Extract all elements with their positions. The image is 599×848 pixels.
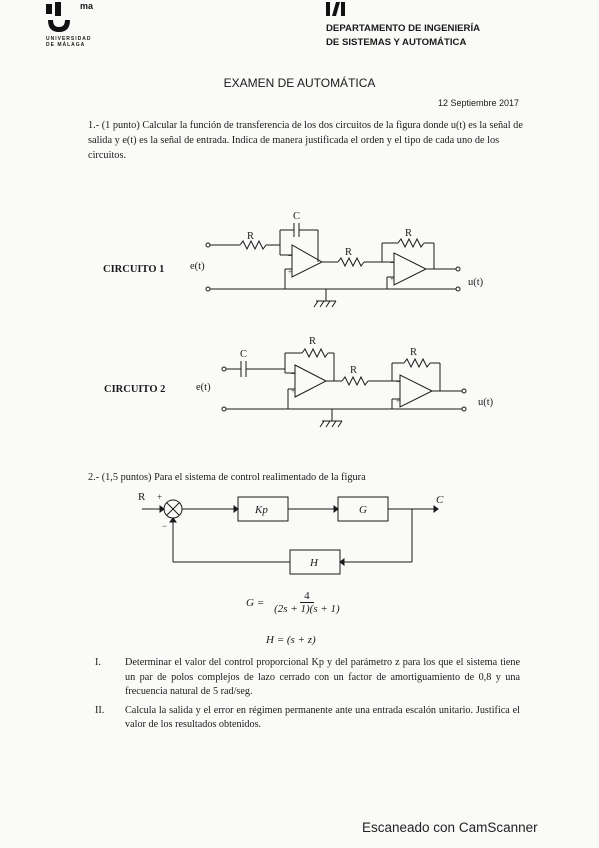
question-2-items: I. Determinar el valor del control propo… (95, 656, 520, 737)
circuit-2-r-mid-label: R (350, 365, 357, 376)
question-1-text: 1.- (1 punto) Calcular la función de tra… (88, 120, 523, 161)
output-c-label: C (436, 494, 444, 506)
logo-superscript: ma (80, 1, 94, 11)
block-kp-label: Kp (254, 504, 268, 516)
department-logo (326, 2, 346, 16)
output-terminal-bottom (461, 406, 467, 412)
input-r-label: R (138, 491, 146, 503)
equation-g-denominator: (2s + 1)(s + 1) (274, 603, 340, 615)
resistor-r-in (239, 239, 267, 251)
svg-text:+: + (288, 268, 292, 276)
exam-date: 12 Septiembre 2017 (437, 98, 519, 108)
circuit-1-cap-label: C (293, 211, 300, 222)
department-line-1: DEPARTAMENTO DE INGENIERÍA (326, 23, 481, 34)
uma-logo-icon (46, 2, 70, 32)
circuit-1-r-fb-label: R (405, 228, 412, 239)
circuit-2-r-fb2-label: R (410, 347, 417, 358)
opamp-2 (399, 374, 434, 408)
input-terminal-bottom (221, 406, 227, 412)
svg-text:−: − (396, 378, 400, 386)
circuit-2-diagram: − + − + CIRCUITO 2 e(t) u(t) C R R R (104, 336, 494, 428)
opamp-2 (393, 252, 428, 286)
output-terminal-top (455, 266, 461, 272)
resistor-r-fb (397, 237, 425, 249)
circuit-2-label: CIRCUITO 2 (104, 384, 165, 395)
university-logo (44, 2, 74, 36)
university-name: UNIVERSIDAD DE MÁLAGA (46, 36, 106, 48)
resistor-r-mid (341, 375, 369, 387)
resistor-r-mid (337, 256, 365, 268)
plus-sign: + (157, 492, 162, 502)
circuit-1-r-in-label: R (247, 231, 254, 242)
university-line-2: DE MÁLAGA (46, 42, 86, 48)
svg-text:−: − (288, 252, 292, 260)
block-g-label: G (359, 504, 367, 516)
item-text: Determinar el valor del control proporci… (125, 657, 520, 697)
university-line-1: UNIVERSIDAD (46, 36, 92, 42)
circuit-2-r-fb1-label: R (309, 336, 316, 347)
svg-text:−: − (291, 370, 295, 378)
output-terminal-top (461, 388, 467, 394)
output-terminal-bottom (455, 286, 461, 292)
circuit-2-input-label: e(t) (196, 382, 211, 393)
equation-g-numerator: 4 (300, 590, 314, 603)
scanner-watermark: Escaneado con CamScanner (362, 820, 538, 835)
circuit-1-output-label: u(t) (468, 277, 484, 288)
item-text: Calcula la salida y el error en régimen … (125, 704, 520, 731)
circuit-1-r-mid-label: R (345, 247, 352, 258)
circuit-2-output-label: u(t) (478, 397, 494, 408)
resistor-r-fb1 (301, 347, 329, 359)
question-item: I. Determinar el valor del control propo… (95, 656, 520, 700)
item-number: I. (95, 657, 101, 668)
input-terminal-top (205, 242, 211, 248)
opamp-1 (291, 244, 324, 278)
equation-g-lhs: G = (246, 596, 265, 609)
svg-text:+: + (390, 275, 394, 283)
item-number: II. (95, 704, 105, 716)
input-terminal-bottom (205, 286, 211, 292)
svg-text:−: − (390, 259, 394, 267)
minus-sign: − (162, 521, 167, 531)
opamp-1 (294, 364, 328, 398)
svg-text:+: + (396, 397, 400, 405)
equation-g: G = 4 (2s + 1)(s + 1) (246, 590, 344, 615)
equation-g-fraction: 4 (2s + 1)(s + 1) (270, 590, 344, 615)
circuit-1-label: CIRCUITO 1 (103, 264, 164, 275)
department-line-2: DE SISTEMAS Y AUTOMÁTICA (326, 37, 467, 48)
input-terminal-top (221, 366, 227, 372)
svg-text:+: + (291, 387, 295, 395)
block-h-label: H (309, 557, 319, 569)
block-diagram: R + − Kp G H C (138, 491, 444, 575)
circuit-1-input-label: e(t) (190, 261, 205, 272)
isa-logo-icon (326, 2, 345, 16)
exam-title: EXAMEN DE AUTOMÁTICA (223, 76, 376, 90)
department-name: DEPARTAMENTO DE INGENIERÍA DE SISTEMAS Y… (326, 22, 480, 50)
question-2-text: 2.- (1,5 puntos) Para el sistema de cont… (88, 472, 366, 483)
circuit-1-diagram: − + − + CIRCUITO 1 e(t) u(t) R C R R (103, 211, 484, 308)
equation-h: H = (s + z) (266, 634, 316, 646)
circuit-2-cap-label: C (240, 349, 247, 360)
resistor-r-fb2 (403, 357, 431, 369)
question-item: II. Calcula la salida y el error en régi… (95, 704, 520, 733)
